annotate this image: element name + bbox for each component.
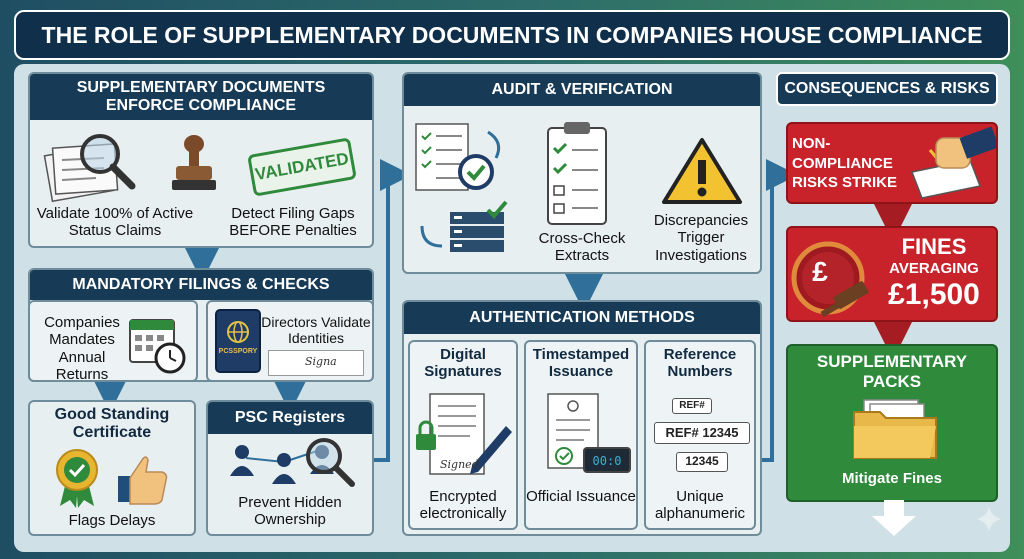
- auth-header: AUTHENTICATION METHODS: [404, 302, 760, 334]
- signed-document-pen-icon: [416, 393, 512, 475]
- reference-title: Reference Numbers: [663, 346, 737, 380]
- digital-signatures-title: Digital Signatures: [424, 346, 502, 380]
- audit-header: AUDIT & VERIFICATION: [404, 74, 760, 106]
- thumbs-up-icon: [118, 456, 168, 505]
- signature-text: Signa: [305, 355, 337, 368]
- discrepancies-label: Discrepancies Trigger Investigations: [653, 212, 749, 264]
- enforce-header: SUPPLEMENTARY DOCUMENTS ENFORCE COMPLIAN…: [30, 74, 372, 120]
- down-arrow-icon: [872, 500, 916, 536]
- warning-triangle-icon: [662, 138, 742, 204]
- official-issuance-label: Official Issuance: [526, 488, 636, 505]
- consequences-header: CONSEQUENCES & RISKS: [776, 72, 998, 106]
- enforce-right-label: Detect Filing Gaps BEFORE Penalties: [229, 205, 357, 240]
- pound-coin-gavel-icon: [791, 241, 869, 318]
- encrypted-label: Encrypted electronically: [419, 488, 507, 523]
- award-ribbon-icon: [56, 449, 98, 508]
- folder-documents-icon: [853, 399, 937, 459]
- passport-text: PCSSPORY: [218, 348, 258, 355]
- network-people-magnifier-icon: [230, 438, 355, 487]
- clipboard-checklist-icon: [547, 122, 607, 225]
- page-title: THE ROLE OF SUPPLEMENTARY DOCUMENTS IN C…: [14, 10, 1010, 60]
- mandatory-header: MANDATORY FILINGS & CHECKS: [30, 270, 372, 300]
- cross-check-label: Cross-Check Extracts: [538, 230, 626, 265]
- checklist-server-icon: [415, 123, 508, 252]
- ref-tag-full: REF# 12345: [654, 422, 750, 444]
- fines-amount: £1,500: [888, 278, 980, 311]
- timestamped-title: Timestamped Issuance: [532, 346, 630, 380]
- unique-alphanumeric-label: Unique alphanumeric: [654, 488, 746, 523]
- flags-delays-label: Flags Delays: [68, 512, 156, 529]
- good-standing-header: Good Standing Certificate: [54, 406, 170, 441]
- companies-label: Companies Mandates Annual Returns: [44, 314, 120, 383]
- packs-label: Mitigate Fines: [841, 470, 942, 487]
- psc-header: PSC Registers: [208, 402, 372, 434]
- psc-box: PSC Registers: [206, 400, 374, 536]
- rubber-stamp-icon: [172, 135, 216, 190]
- risk-label: NON-COMPLIANCE RISKS STRIKE: [792, 135, 898, 191]
- official-document-timer-icon: 00:0: [547, 393, 631, 473]
- sparkle-icon: [976, 506, 1002, 532]
- svg-text:00:0: 00:0: [593, 454, 622, 468]
- fines-line1: FINES: [901, 234, 967, 259]
- ref-tag-small: REF#: [672, 398, 712, 414]
- fines-line2: AVERAGING: [889, 260, 979, 277]
- psc-label: Prevent Hidden Ownership: [238, 494, 342, 529]
- packs-header: SUPPLEMENTARY PACKS: [816, 352, 968, 391]
- calendar-clock-icon: [129, 319, 186, 374]
- good-standing-box: [28, 400, 196, 536]
- signed-text: Signed: [440, 458, 479, 471]
- signature-card: Signa: [268, 350, 364, 376]
- coin-pound-symbol: £: [812, 256, 828, 287]
- magnifier-documents-icon: [43, 134, 136, 203]
- passport-icon: [215, 309, 261, 373]
- ref-tag-number: 12345: [676, 452, 728, 472]
- enforce-left-label: Validate 100% of Active Status Claims: [36, 205, 194, 240]
- directors-label: Directors Validate Identities: [261, 314, 371, 347]
- fist-strike-icon: [910, 126, 996, 199]
